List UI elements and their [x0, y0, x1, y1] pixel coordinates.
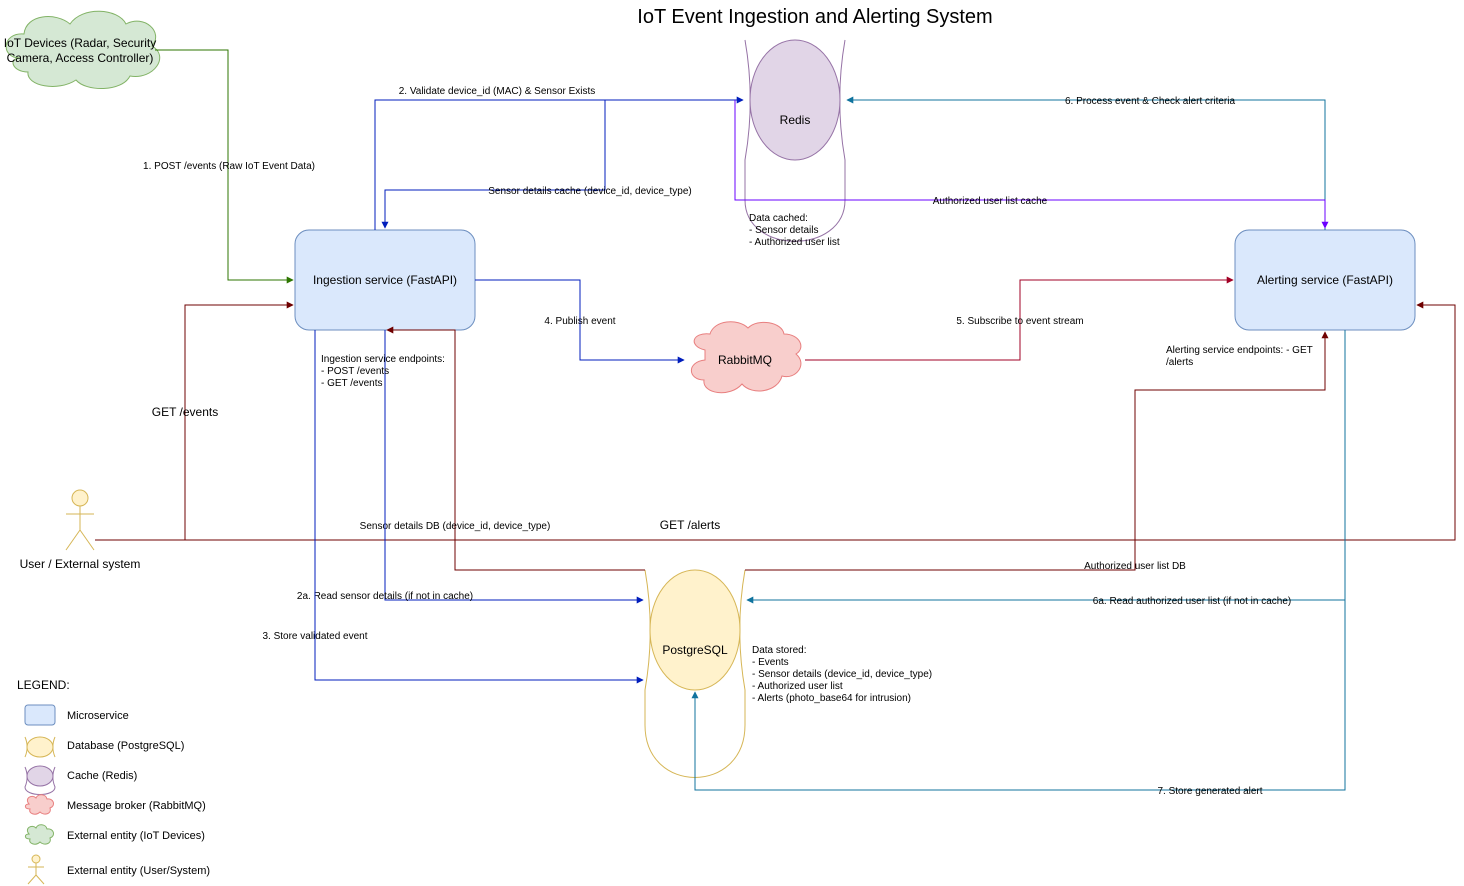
- edge-store-alert: 7. Store generated alert: [691, 330, 1346, 797]
- legend-user-swatch: [27, 854, 45, 885]
- edge-sensor-db-label: Sensor details DB (device_id, device_typ…: [360, 521, 551, 532]
- note-redis-cached: Data cached: - Sensor details - Authoriz…: [749, 213, 840, 248]
- note-ingestion-line2: - POST /events: [321, 366, 389, 377]
- iot-devices-label-line2: Camera, Access Controller): [7, 51, 154, 65]
- note-postgres-line4: - Authorized user list: [752, 681, 843, 692]
- note-redis-cached-line1: Data cached:: [749, 213, 808, 224]
- edge-subscribe: 5. Subscribe to event stream: [805, 276, 1234, 361]
- edge-publish-event: 4. Publish event: [475, 279, 685, 364]
- alerting-service-label: Alerting service (FastAPI): [1257, 273, 1393, 287]
- legend-microservice-label: Microservice: [67, 710, 129, 722]
- legend: LEGEND: Microservice Database (PostgreSQ…: [17, 678, 210, 885]
- legend-title: LEGEND:: [17, 678, 70, 692]
- edge-subscribe-label: 5. Subscribe to event stream: [956, 316, 1083, 327]
- edge-authorized-cache-label: Authorized user list cache: [933, 196, 1048, 207]
- note-postgres-line5: - Alerts (photo_base64 for intrusion): [752, 693, 911, 704]
- edge-store-event: 3. Store validated event: [262, 330, 644, 684]
- ingestion-service-label: Ingestion service (FastAPI): [313, 273, 457, 287]
- edge-authorized-db: Authorized user list DB: [745, 331, 1329, 572]
- edge-sensor-cache: Sensor details cache (device_id, device_…: [381, 100, 692, 229]
- note-alerting-line2: /alerts: [1166, 357, 1193, 368]
- postgresql-node: PostgreSQL: [644, 569, 746, 778]
- note-ingestion-endpoints: Ingestion service endpoints: - POST /eve…: [321, 354, 445, 389]
- note-redis-cached-line3: - Authorized user list: [749, 237, 840, 248]
- alerting-service-node: Alerting service (FastAPI): [1234, 229, 1416, 331]
- legend-iot-label: External entity (IoT Devices): [67, 830, 205, 842]
- edge-get-alerts: GET /alerts: [185, 301, 1456, 541]
- edge-validate: 2. Validate device_id (MAC) & Sensor Exi…: [374, 86, 744, 230]
- note-postgres-line1: Data stored:: [752, 645, 806, 656]
- edge-sensor-db: Sensor details DB (device_id, device_typ…: [360, 326, 645, 571]
- legend-broker-swatch: [24, 794, 55, 815]
- note-postgres-line2: - Events: [752, 657, 789, 668]
- edge-store-event-label: 3. Store validated event: [262, 631, 367, 642]
- edge-read-authorized-label: 6a. Read authorized user list (if not in…: [1093, 596, 1291, 607]
- edge-validate-label: 2. Validate device_id (MAC) & Sensor Exi…: [399, 86, 596, 97]
- legend-broker-label: Message broker (RabbitMQ): [67, 800, 206, 812]
- iot-devices-cloud: IoT Devices (Radar, Security Camera, Acc…: [4, 10, 161, 90]
- edge-authorized-cache: Authorized user list cache: [734, 100, 1329, 229]
- note-alerting-line1: Alerting service endpoints: - GET: [1166, 345, 1313, 356]
- edge-store-alert-label: 7. Store generated alert: [1157, 786, 1262, 797]
- edge-get-events-label: GET /events: [152, 405, 218, 419]
- postgresql-label: PostgreSQL: [662, 643, 728, 657]
- edge-read-sensor-label: 2a. Read sensor details (if not in cache…: [297, 591, 473, 602]
- edge-process-event: 6. Process event & Check alert criteria: [846, 96, 1326, 230]
- legend-user-label: External entity (User/System): [67, 865, 210, 877]
- legend-microservice-swatch: [24, 704, 56, 726]
- legend-iot-swatch: [24, 824, 55, 845]
- note-redis-cached-line2: - Sensor details: [749, 225, 818, 236]
- edge-get-alerts-label: GET /alerts: [660, 518, 720, 532]
- legend-database-swatch: [24, 736, 56, 758]
- user-actor: User / External system: [20, 489, 141, 571]
- edge-process-event-label: 6. Process event & Check alert criteria: [1065, 96, 1236, 107]
- edge-read-sensor: 2a. Read sensor details (if not in cache…: [297, 330, 644, 604]
- edge-get-events: GET /events: [95, 301, 294, 541]
- edge-authorized-db-label: Authorized user list DB: [1084, 561, 1186, 572]
- user-actor-label: User / External system: [20, 557, 141, 571]
- rabbitmq-label: RabbitMQ: [718, 353, 772, 367]
- diagram-title: IoT Event Ingestion and Alerting System: [637, 6, 992, 28]
- note-alerting-endpoints: Alerting service endpoints: - GET /alert…: [1166, 345, 1313, 368]
- edge-post-events-label: 1. POST /events (Raw IoT Event Data): [143, 161, 315, 172]
- note-postgres-stored: Data stored: - Events - Sensor details (…: [752, 645, 932, 704]
- redis-node: Redis: [744, 39, 846, 242]
- edge-read-authorized: 6a. Read authorized user list (if not in…: [746, 596, 1345, 607]
- edge-publish-event-label: 4. Publish event: [544, 316, 615, 327]
- redis-label: Redis: [780, 113, 811, 127]
- note-ingestion-line1: Ingestion service endpoints:: [321, 354, 445, 365]
- ingestion-service-node: Ingestion service (FastAPI): [294, 229, 476, 331]
- legend-cache-swatch: [24, 765, 56, 795]
- legend-cache-label: Cache (Redis): [67, 770, 137, 782]
- note-ingestion-line3: - GET /events: [321, 378, 383, 389]
- iot-devices-label-line1: IoT Devices (Radar, Security: [4, 36, 157, 50]
- legend-database-label: Database (PostgreSQL): [67, 740, 184, 752]
- edge-post-events: 1. POST /events (Raw IoT Event Data): [143, 49, 315, 284]
- edge-sensor-cache-label: Sensor details cache (device_id, device_…: [488, 186, 691, 197]
- note-postgres-line3: - Sensor details (device_id, device_type…: [752, 669, 932, 680]
- rabbitmq-node: RabbitMQ: [690, 321, 802, 394]
